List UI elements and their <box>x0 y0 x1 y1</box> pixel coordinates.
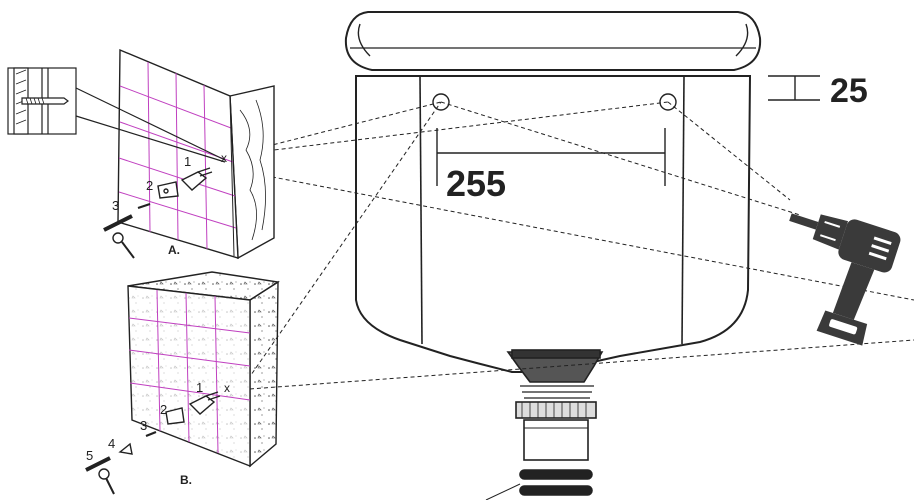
panel-b-parts <box>85 391 221 495</box>
cistern-tank <box>344 11 762 373</box>
gasket-ring-2 <box>519 485 593 496</box>
outlet-pipe <box>523 419 589 461</box>
screw-icon <box>145 430 157 438</box>
panel-b-step-3: 3 <box>140 418 147 433</box>
screw-icon <box>137 202 151 210</box>
panel-b-step-1: 1 <box>196 380 203 395</box>
wall-plug-icon <box>180 167 213 191</box>
panel-a-drill-mark: x <box>221 151 227 165</box>
washer-bar-icon <box>85 456 111 472</box>
panel-a-tiled-wall: x <box>117 48 275 260</box>
dimension-top-offset-label: 25 <box>830 72 868 110</box>
panel-a-label: A. <box>168 243 180 257</box>
dimension-top-offset <box>768 75 820 101</box>
panel-a-step-1: 1 <box>184 154 191 169</box>
power-drill-icon <box>789 213 901 346</box>
mounting-hole-left <box>432 93 450 111</box>
flush-outlet-assembly <box>485 349 604 500</box>
wall-plug-icon <box>188 391 221 415</box>
bracket-icon <box>165 407 185 425</box>
dimension-hole-spacing <box>436 128 666 186</box>
panel-b-step-5: 5 <box>86 448 93 463</box>
gasket-ring-1 <box>519 469 593 480</box>
outlet-nut <box>515 401 597 419</box>
bracket-icon <box>157 181 179 199</box>
panel-b-drill-mark: x <box>224 381 230 395</box>
wrench-icon <box>98 468 115 495</box>
outlet-seal <box>506 351 604 383</box>
panel-b-step-4: 4 <box>108 436 115 451</box>
wrench-icon <box>112 232 135 259</box>
panel-b-concrete-wall: x <box>127 271 280 468</box>
panel-b-label: B. <box>180 473 192 487</box>
panel-a-parts <box>103 167 213 259</box>
panel-a-section-detail <box>7 67 226 163</box>
panel-a-step-2: 2 <box>146 178 153 193</box>
panel-b-step-2: 2 <box>160 402 167 417</box>
cistern-lid <box>344 11 762 71</box>
dimension-hole-spacing-label: 255 <box>446 163 506 204</box>
panel-a-step-3: 3 <box>112 198 119 213</box>
washer-icon <box>103 214 133 232</box>
washer-icon <box>118 442 133 455</box>
mounting-hole-right <box>659 93 677 111</box>
